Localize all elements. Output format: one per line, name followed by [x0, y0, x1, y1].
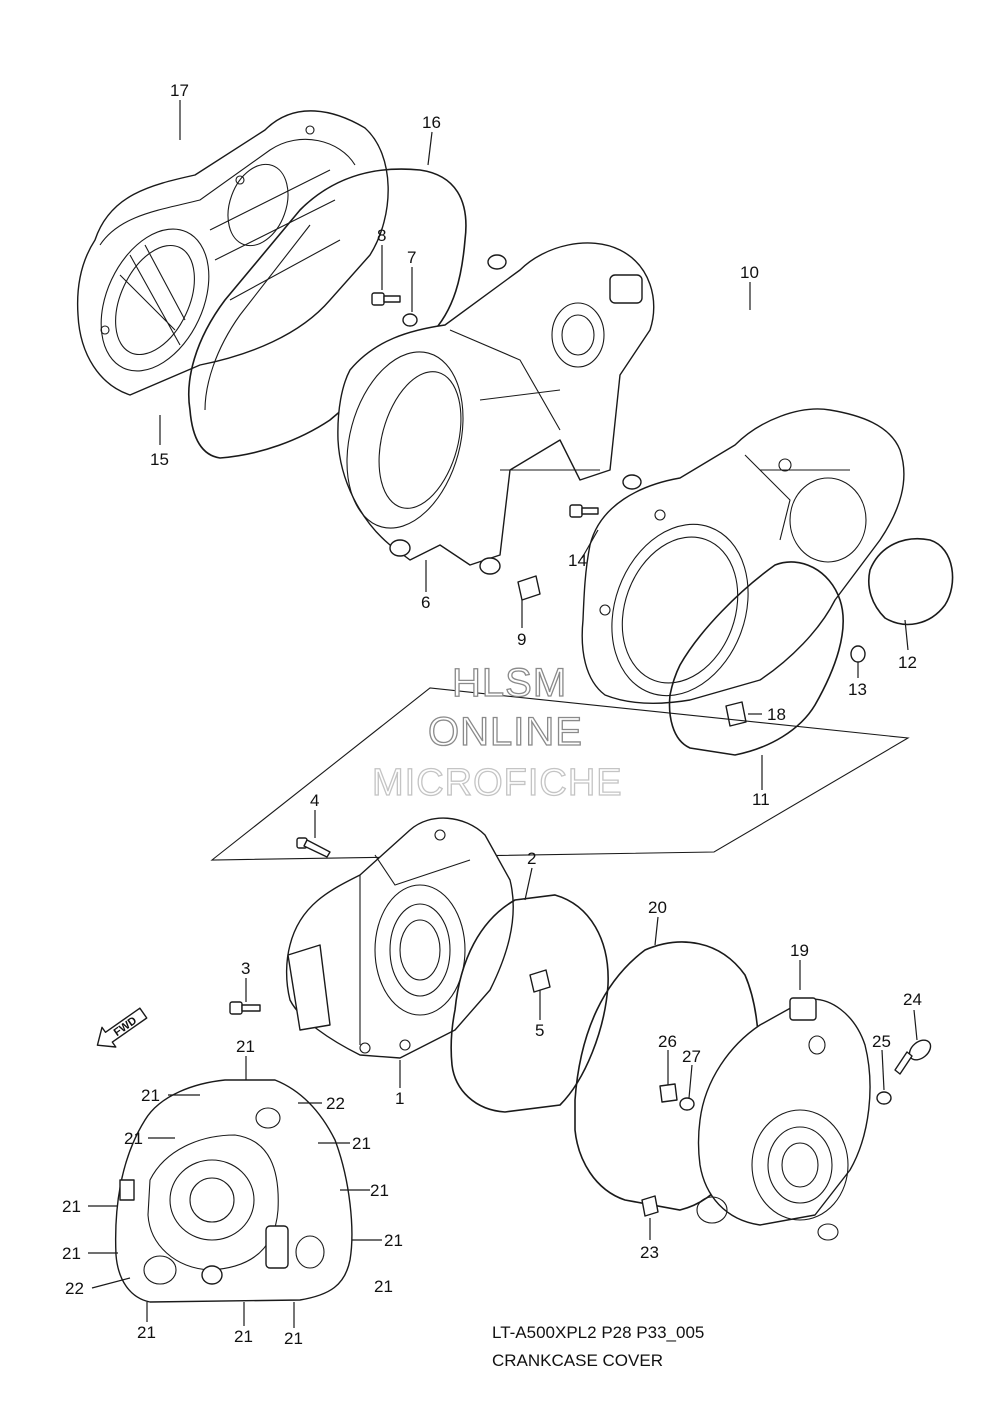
diagram-title: CRANKCASE COVER	[492, 1351, 663, 1370]
callout-7: 7	[407, 248, 416, 267]
callout-4: 4	[310, 791, 319, 810]
callout-11: 11	[752, 790, 770, 809]
washer-7	[402, 313, 418, 327]
dowel-pin-9	[517, 575, 541, 601]
callout-9: 9	[517, 630, 526, 649]
callout-27: 27	[682, 1047, 701, 1066]
watermark-line-1: HLSM	[452, 661, 567, 705]
callout-23: 23	[640, 1243, 659, 1262]
diagram-caption: LT-A500XPL2 P28 P33_005 CRANKCASE COVER	[492, 1323, 704, 1370]
callout-25: 25	[872, 1032, 891, 1051]
outer-cover-gasket	[187, 168, 467, 459]
plug-18	[725, 701, 747, 727]
callout-21: 21	[352, 1134, 371, 1153]
callout-5: 5	[535, 1021, 544, 1040]
filler-plug-24	[894, 1039, 932, 1075]
dowel-pin-23	[641, 1195, 659, 1217]
callout-21: 21	[124, 1129, 143, 1148]
middle-cover-gasket	[450, 894, 609, 1113]
plug-13	[850, 645, 866, 663]
bolt-26	[659, 1083, 678, 1103]
callout-10: 10	[740, 263, 759, 282]
callout-21: 21	[374, 1277, 393, 1296]
callout-19: 19	[790, 941, 809, 960]
outer-cvt-cover	[76, 110, 389, 396]
callout-21: 21	[234, 1327, 253, 1346]
callout-13: 13	[848, 680, 867, 699]
callout-17: 17	[170, 81, 189, 100]
assembly-outline	[210, 687, 910, 861]
stud-bolt-4	[296, 837, 331, 858]
gasket-inner-edge	[204, 224, 311, 411]
callout-22: 22	[326, 1094, 345, 1113]
stator-cover	[114, 1079, 353, 1303]
o-ring-27	[679, 1097, 695, 1111]
callout-16: 16	[422, 113, 441, 132]
callout-15: 15	[150, 450, 169, 469]
lower-right-gasket	[574, 941, 760, 1211]
callout-21: 21	[370, 1181, 389, 1200]
callout-20: 20	[648, 898, 667, 917]
bolt-8	[371, 292, 401, 306]
callout-22: 22	[65, 1279, 84, 1298]
leader-lines	[88, 100, 918, 1328]
callout-21: 21	[384, 1231, 403, 1250]
small-cover-gasket-12	[868, 538, 954, 626]
callout-12: 12	[898, 653, 917, 672]
callout-18: 18	[767, 705, 786, 724]
bolt-3	[229, 1001, 261, 1015]
callout-3: 3	[241, 959, 250, 978]
callout-1: 1	[395, 1089, 404, 1108]
callout-21: 21	[141, 1086, 160, 1105]
right-cover-gasket	[668, 561, 844, 756]
inner-cvt-housing	[337, 242, 655, 575]
forward-direction-arrow: FWD	[96, 1007, 148, 1048]
callout-21: 21	[62, 1197, 81, 1216]
watermark: HLSM ONLINE MICROFICHE	[371, 660, 623, 804]
o-ring-25	[876, 1091, 892, 1105]
callout-labels: 17 16 15 8 7 6 9 10 14 12 13 18 11 4 2 3…	[62, 81, 922, 1348]
callout-14: 14	[568, 551, 587, 570]
callout-26: 26	[658, 1032, 677, 1051]
callout-2: 2	[527, 849, 536, 868]
callout-21: 21	[284, 1329, 303, 1348]
callout-8: 8	[377, 226, 386, 245]
watermark-line-3: MICROFICHE	[372, 762, 623, 804]
dowel-pin-5	[529, 969, 551, 993]
crankcase-cover-right	[581, 408, 905, 704]
callout-21: 21	[62, 1244, 81, 1263]
callout-6: 6	[421, 593, 430, 612]
bolt-14	[569, 504, 599, 518]
model-reference: LT-A500XPL2 P28 P33_005	[492, 1323, 704, 1342]
generator-cover-19	[696, 997, 871, 1241]
callout-21: 21	[236, 1037, 255, 1056]
callout-24: 24	[903, 990, 922, 1009]
callout-21: 21	[137, 1323, 156, 1342]
watermark-line-2: ONLINE	[428, 710, 583, 754]
